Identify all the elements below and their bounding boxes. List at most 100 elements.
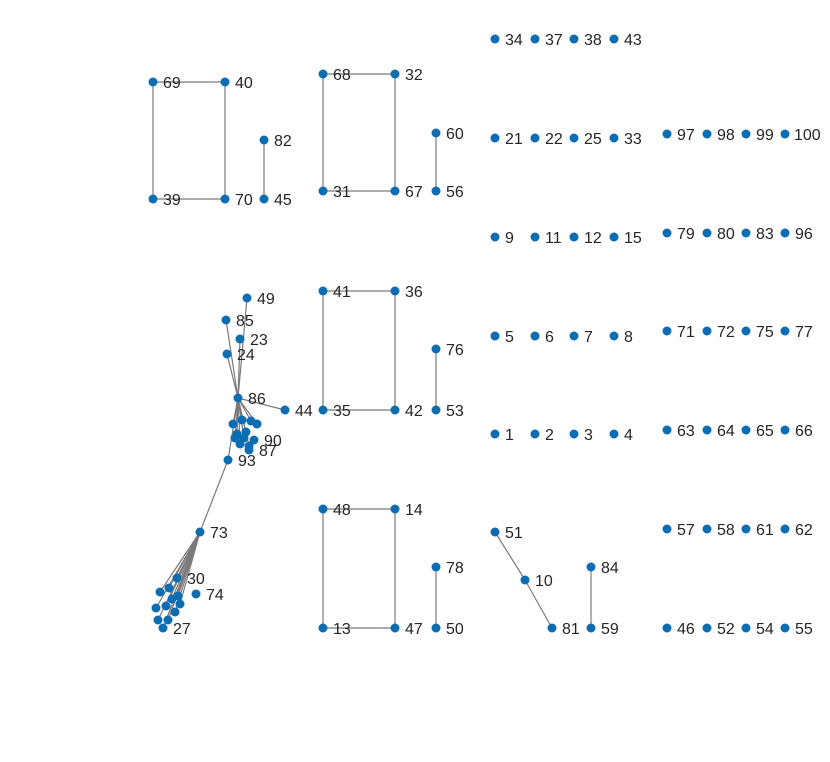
node-marker xyxy=(609,133,619,143)
node-50: 50 xyxy=(431,621,464,638)
node-13: 13 xyxy=(318,621,351,638)
node-99: 99 xyxy=(741,127,774,144)
node-label: 35 xyxy=(333,403,351,420)
node-marker xyxy=(318,504,328,514)
node-label: 100 xyxy=(794,127,821,144)
node-label: 82 xyxy=(274,133,292,150)
node-label: 14 xyxy=(405,502,423,519)
node-label: 13 xyxy=(333,621,351,638)
node-marker xyxy=(741,623,751,633)
node-marker xyxy=(158,623,168,633)
lower-cluster-node xyxy=(170,607,180,617)
node-label: 56 xyxy=(446,184,464,201)
node-marker xyxy=(530,429,540,439)
edge-10-81 xyxy=(524,579,553,629)
node-marker xyxy=(390,623,400,633)
node-80: 80 xyxy=(702,226,735,243)
node-marker xyxy=(569,232,579,242)
node-marker xyxy=(586,562,596,572)
node-52: 52 xyxy=(702,621,735,638)
node-93: 93 xyxy=(223,453,256,470)
node-label: 30 xyxy=(187,571,205,588)
node-marker xyxy=(172,573,182,583)
node-marker xyxy=(609,429,619,439)
node-marker xyxy=(569,429,579,439)
node-marker xyxy=(235,334,245,344)
node-marker xyxy=(662,425,672,435)
node-47: 47 xyxy=(390,621,423,638)
node-2: 2 xyxy=(530,427,554,444)
node-label: 45 xyxy=(274,192,292,209)
node-label: 27 xyxy=(173,621,191,638)
node-label: 79 xyxy=(677,226,695,243)
node-label: 51 xyxy=(505,525,523,542)
node-15: 15 xyxy=(609,230,642,247)
node-marker xyxy=(780,326,790,336)
node-label: 69 xyxy=(163,75,181,92)
node-marker xyxy=(662,228,672,238)
node-label: 60 xyxy=(446,126,464,143)
node-31: 31 xyxy=(318,184,351,201)
node-marker xyxy=(223,455,233,465)
node-9: 9 xyxy=(490,230,514,247)
node-label: 84 xyxy=(601,560,619,577)
node-label: 21 xyxy=(505,131,523,148)
node-label: 65 xyxy=(756,423,774,440)
node-label: 34 xyxy=(505,32,523,49)
node-label: 3 xyxy=(584,427,593,444)
node-label: 2 xyxy=(545,427,554,444)
node-label: 36 xyxy=(405,284,423,301)
node-label: 73 xyxy=(210,525,228,542)
node-98: 98 xyxy=(702,127,735,144)
node-6: 6 xyxy=(530,329,554,346)
node-label: 39 xyxy=(163,192,181,209)
upper-cluster-node xyxy=(239,433,249,443)
upper-cluster-node xyxy=(228,419,238,429)
node-60: 60 xyxy=(431,126,464,143)
node-90: 90 xyxy=(249,433,282,450)
node-label: 41 xyxy=(333,284,351,301)
node-83: 83 xyxy=(741,226,774,243)
node-11: 11 xyxy=(530,230,562,247)
node-label: 9 xyxy=(505,230,514,247)
node-24: 24 xyxy=(222,347,255,364)
node-label: 78 xyxy=(446,560,464,577)
node-marker xyxy=(741,326,751,336)
node-label: 42 xyxy=(405,403,423,420)
node-marker xyxy=(609,232,619,242)
lower-cluster-node xyxy=(161,601,171,611)
node-14: 14 xyxy=(390,502,423,519)
node-label: 72 xyxy=(717,324,735,341)
node-74: 74 xyxy=(191,587,224,604)
node-label: 98 xyxy=(717,127,735,144)
lower-cluster-edge xyxy=(159,531,201,593)
node-33: 33 xyxy=(609,131,642,148)
lower-cluster-edge xyxy=(179,531,201,605)
edge-44-86 xyxy=(237,397,286,411)
node-82: 82 xyxy=(259,133,292,150)
node-37: 37 xyxy=(530,32,563,49)
node-marker xyxy=(780,524,790,534)
node-marker xyxy=(318,186,328,196)
node-22: 22 xyxy=(530,131,563,148)
node-marker xyxy=(530,331,540,341)
node-5: 5 xyxy=(490,329,514,346)
node-marker xyxy=(244,445,254,455)
node-label: 46 xyxy=(677,621,695,638)
node-label: 32 xyxy=(405,67,423,84)
node-marker xyxy=(741,425,751,435)
node-53: 53 xyxy=(431,403,464,420)
lower-cluster-node xyxy=(163,615,173,625)
node-label: 74 xyxy=(206,587,224,604)
node-41: 41 xyxy=(318,284,351,301)
node-label: 37 xyxy=(545,32,563,49)
node-marker xyxy=(530,133,540,143)
node-label: 66 xyxy=(795,423,813,440)
node-66: 66 xyxy=(780,423,813,440)
node-marker xyxy=(780,623,790,633)
node-label: 80 xyxy=(717,226,735,243)
node-label: 67 xyxy=(405,184,423,201)
node-marker xyxy=(490,133,500,143)
node-72: 72 xyxy=(702,324,735,341)
